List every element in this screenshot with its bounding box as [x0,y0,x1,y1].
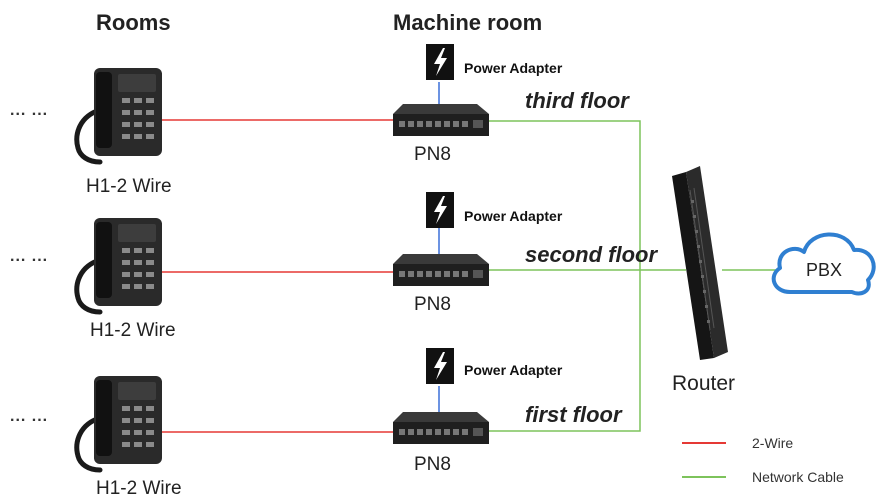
power-adapter-label: Power Adapter [464,362,563,378]
pn8-label: PN8 [414,144,451,165]
phone-icon [74,376,162,473]
more-rooms-dots: ... ... [10,102,49,119]
phone-label: H1-2 Wire [96,478,182,499]
pbx-label: PBX [806,260,843,280]
pn8-device-icon [393,104,489,136]
power-adapter-label: Power Adapter [464,60,563,76]
pn8-device-icon [393,412,489,444]
power-adapter-label: Power Adapter [464,208,563,224]
rooms-header: Rooms [96,10,171,35]
machine-room-header: Machine room [393,10,543,35]
legend-two-wire-label: 2-Wire [752,435,794,451]
network-line-3 [486,270,641,432]
pn8-label: PN8 [414,294,451,315]
phone-icon [74,218,162,315]
more-rooms-dots: ... ... [10,248,49,265]
power-adapter-icon [426,348,454,384]
floor-label-third: third floor [525,88,629,113]
router-label: Router [672,372,736,395]
pbx-cloud-icon [771,232,876,296]
phone-icon [74,68,162,165]
router-icon [672,166,728,360]
network-line-1 [486,120,641,270]
floor-label-first: first floor [525,402,622,427]
phone-label: H1-2 Wire [86,176,172,197]
power-adapter-icon [426,192,454,228]
wires [160,82,778,433]
legend-network-cable-label: Network Cable [752,469,844,485]
phone-label: H1-2 Wire [90,320,176,341]
more-rooms-dots: ... ... [10,408,49,425]
pn8-label: PN8 [414,454,451,475]
floor-label-second: second floor [525,242,658,267]
pn8-device-icon [393,254,489,286]
power-adapter-icon [426,44,454,80]
